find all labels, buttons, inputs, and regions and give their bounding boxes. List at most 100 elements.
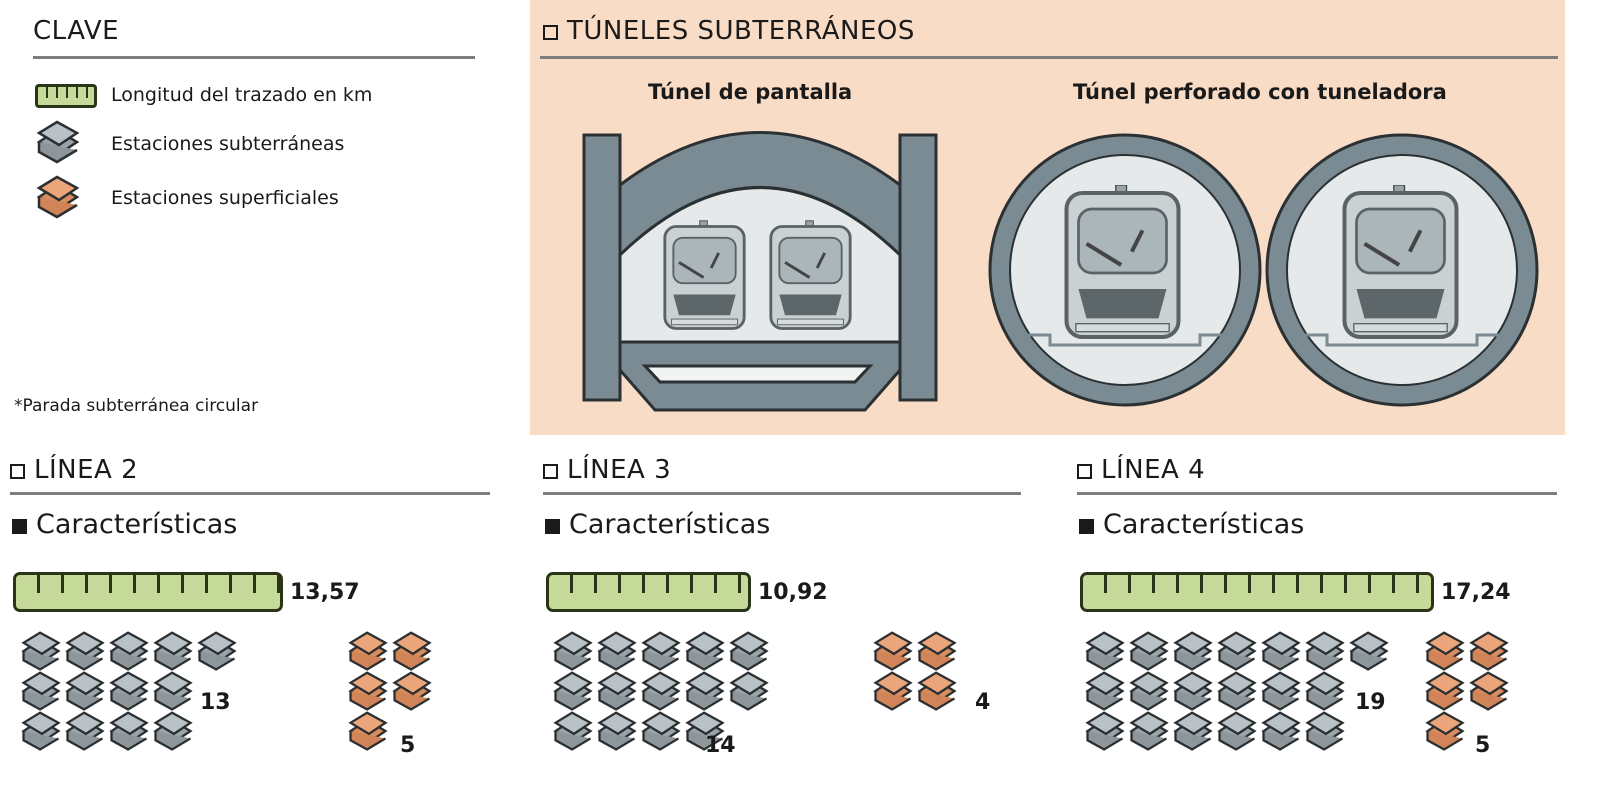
underground-station-icon [682, 630, 728, 674]
footnote: *Parada subterránea circular [14, 396, 259, 416]
underground-station-icon [1126, 670, 1172, 714]
surface-station-icon [914, 670, 960, 714]
square-bullet-icon [543, 464, 558, 479]
square-bullet-icon [543, 25, 558, 40]
underground-station-icon [1170, 710, 1216, 754]
line-2-underground-count: 13 [200, 690, 231, 715]
line-2-surface-count: 5 [400, 733, 416, 758]
underground-station-icon [594, 670, 640, 714]
line-2-length-value: 13,57 [290, 580, 360, 605]
underground-station-icon [106, 710, 152, 754]
underground-station-icon [194, 630, 240, 674]
underground-station-icon [1346, 630, 1392, 674]
subtitle-text: Características [1103, 509, 1305, 540]
underground-station-icon [550, 670, 596, 714]
underground-station-icon [18, 710, 64, 754]
underground-station-icon [638, 710, 684, 754]
underground-station-icon [62, 710, 108, 754]
line-4-subtitle: Características [1079, 509, 1304, 540]
line-3-underground-count: 14 [705, 733, 736, 758]
underground-station-icon [1126, 630, 1172, 674]
train-icon [769, 220, 852, 330]
surface-station-icon [1466, 630, 1512, 674]
filled-square-icon [12, 519, 27, 534]
surface-station-icon [345, 710, 391, 754]
underground-station-icon [550, 630, 596, 674]
surface-station-icon [1422, 670, 1468, 714]
tunnel-type-cut-and-cover-label: Túnel de pantalla [648, 80, 853, 104]
line-2-subtitle: Características [12, 509, 237, 540]
subtitle-text: Características [36, 509, 238, 540]
ruler-icon [35, 84, 97, 108]
underground-station-icon [1214, 710, 1260, 754]
line-4-surface-count: 5 [1475, 733, 1491, 758]
surface-station-icon [870, 630, 916, 674]
underground-station-icon [62, 670, 108, 714]
surface-station-icon [914, 630, 960, 674]
underground-station-icon [594, 710, 640, 754]
line-4-length-ruler [1080, 572, 1434, 612]
surface-station-icon [389, 630, 435, 674]
underground-station-icon [1302, 630, 1348, 674]
underground-station-icon [106, 630, 152, 674]
surface-station-icon [870, 670, 916, 714]
line-4-title: LÍNEA 4 [1077, 455, 1205, 485]
divider [10, 492, 490, 495]
surface-station-icon [1466, 670, 1512, 714]
square-bullet-icon [1077, 464, 1092, 479]
underground-station-icon [1214, 670, 1260, 714]
underground-station-icon [682, 670, 728, 714]
subtitle-text: Características [569, 509, 771, 540]
line-3-surface-count: 4 [975, 690, 991, 715]
key-label-surface: Estaciones superficiales [111, 187, 339, 209]
underground-station-icon [106, 670, 152, 714]
divider [1077, 492, 1557, 495]
underground-station-icon [1082, 710, 1128, 754]
underground-station-icon [1258, 710, 1304, 754]
underground-station-icon [638, 670, 684, 714]
underground-station-icon [1258, 630, 1304, 674]
underground-station-icon [1126, 710, 1172, 754]
surface-station-icon [1422, 710, 1468, 754]
line-3-length-ruler [546, 572, 751, 612]
filled-square-icon [1079, 519, 1094, 534]
underground-station-icon [1302, 670, 1348, 714]
train-icon [663, 220, 746, 330]
line-4-underground-count: 19 [1355, 690, 1386, 715]
cut-and-cover-tunnel [582, 131, 938, 412]
line-2-length-ruler [13, 572, 283, 612]
surface-station-icon [345, 670, 391, 714]
underground-station-icon [150, 670, 196, 714]
underground-station-icon [1170, 630, 1216, 674]
underground-station-icon [638, 630, 684, 674]
tunnels-title-text: TÚNELES SUBTERRÁNEOS [567, 16, 915, 46]
train-icon [1345, 185, 1457, 337]
underground-station-icon [62, 630, 108, 674]
underground-station-icon [18, 630, 64, 674]
line-title-text: LÍNEA 3 [567, 455, 672, 485]
underground-station-icon [594, 630, 640, 674]
line-4-length-value: 17,24 [1441, 580, 1511, 605]
underground-station-icon [550, 710, 596, 754]
key-label-length: Longitud del trazado en km [111, 84, 373, 106]
underground-station-icon [1258, 670, 1304, 714]
tunnels-title: TÚNELES SUBTERRÁNEOS [543, 16, 915, 46]
surface-station-icon [345, 630, 391, 674]
surface-station-icon [1422, 630, 1468, 674]
key-label-underground: Estaciones subterráneas [111, 133, 345, 155]
underground-station-icon [1082, 630, 1128, 674]
divider [33, 56, 475, 59]
underground-station-icon [1214, 630, 1260, 674]
tunnel-type-bored-label: Túnel perforado con tuneladora [1073, 80, 1447, 104]
line-3-subtitle: Características [545, 509, 770, 540]
underground-station-icon [150, 710, 196, 754]
line-3-title: LÍNEA 3 [543, 455, 671, 485]
underground-station-icon [726, 670, 772, 714]
underground-station-icon [1082, 670, 1128, 714]
divider [543, 492, 1021, 495]
line-3-length-value: 10,92 [758, 580, 828, 605]
key-title: CLAVE [33, 16, 120, 46]
line-2-title: LÍNEA 2 [10, 455, 138, 485]
